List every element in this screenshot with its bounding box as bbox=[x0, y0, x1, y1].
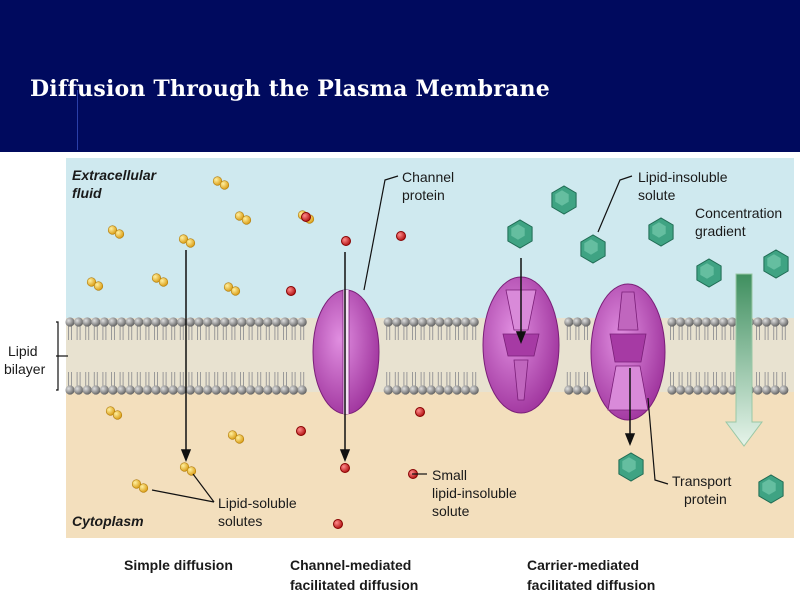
concentration-gradient-label-line1: Concentration bbox=[695, 205, 782, 221]
lipid-soluble-solute bbox=[131, 479, 149, 493]
small-solute bbox=[286, 286, 296, 296]
caption-channel-line2: facilitated diffusion bbox=[290, 577, 418, 593]
lipid-insoluble-label-line1: Lipid-insoluble bbox=[638, 169, 728, 185]
channel-protein-label-line2: protein bbox=[402, 187, 445, 203]
lipid-soluble-solute bbox=[151, 273, 169, 287]
cytoplasm-label: Cytoplasm bbox=[72, 513, 144, 529]
lipid-bilayer-label-line1: Lipid bbox=[8, 343, 38, 359]
caption-simple-diffusion: Simple diffusion bbox=[124, 557, 233, 573]
small-solute bbox=[301, 212, 311, 222]
caption-channel-line1: Channel-mediated bbox=[290, 557, 411, 573]
extracellular-label-line2: fluid bbox=[72, 185, 102, 201]
slide-title: Diffusion Through the Plasma Membrane bbox=[30, 76, 550, 102]
lipid-soluble-solute bbox=[223, 282, 241, 296]
lipid-soluble-solute bbox=[227, 430, 245, 444]
small-solute-label-line1: Small bbox=[432, 467, 467, 483]
channel-protein bbox=[312, 289, 380, 415]
extracellular-label-line1: Extracellular bbox=[72, 167, 158, 183]
small-solute bbox=[415, 407, 425, 417]
header-divider bbox=[77, 90, 78, 150]
cytoplasm-region bbox=[66, 392, 794, 538]
diffusion-path-arrows bbox=[180, 250, 636, 463]
small-solute-label-line3: solute bbox=[432, 503, 470, 519]
caption-carrier-line2: facilitated diffusion bbox=[527, 577, 655, 593]
concentration-gradient-arrow bbox=[725, 273, 763, 447]
channel-protein-label-line1: Channel bbox=[402, 169, 454, 185]
concentration-gradient-label-line2: gradient bbox=[695, 223, 746, 239]
carrier-protein-open-inside bbox=[590, 283, 666, 421]
lipid-soluble-solute bbox=[179, 462, 197, 476]
small-solute bbox=[341, 236, 351, 246]
lipid-soluble-label-line1: Lipid-soluble bbox=[218, 495, 297, 511]
membrane-diagram: Extracellular fluid Cytoplasm Lipid bila… bbox=[4, 158, 794, 593]
lipid-soluble-solute bbox=[86, 277, 104, 291]
small-solute-label-line2: lipid-insoluble bbox=[432, 485, 517, 501]
small-solute bbox=[333, 519, 343, 529]
lipid-bilayer bbox=[65, 317, 789, 395]
lipid-bilayer-label-line2: bilayer bbox=[4, 361, 46, 377]
small-solute bbox=[340, 463, 350, 473]
caption-carrier-line1: Carrier-mediated bbox=[527, 557, 639, 573]
transport-protein-label-line2: protein bbox=[684, 491, 727, 507]
solute-particles bbox=[86, 176, 789, 529]
lipid-insoluble-label-line2: solute bbox=[638, 187, 676, 203]
lipid-soluble-solute bbox=[212, 176, 230, 190]
slide-header: Diffusion Through the Plasma Membrane bbox=[0, 0, 800, 152]
small-solute bbox=[296, 426, 306, 436]
lipid-soluble-solute bbox=[105, 406, 123, 420]
lipid-soluble-label-line2: solutes bbox=[218, 513, 262, 529]
lipid-soluble-solute bbox=[107, 225, 125, 239]
lipid-soluble-solute bbox=[234, 211, 252, 225]
small-solute bbox=[396, 231, 406, 241]
lipid-soluble-solute bbox=[178, 234, 196, 248]
transport-protein-label-line1: Transport bbox=[672, 473, 732, 489]
leader-lines bbox=[56, 175, 669, 503]
